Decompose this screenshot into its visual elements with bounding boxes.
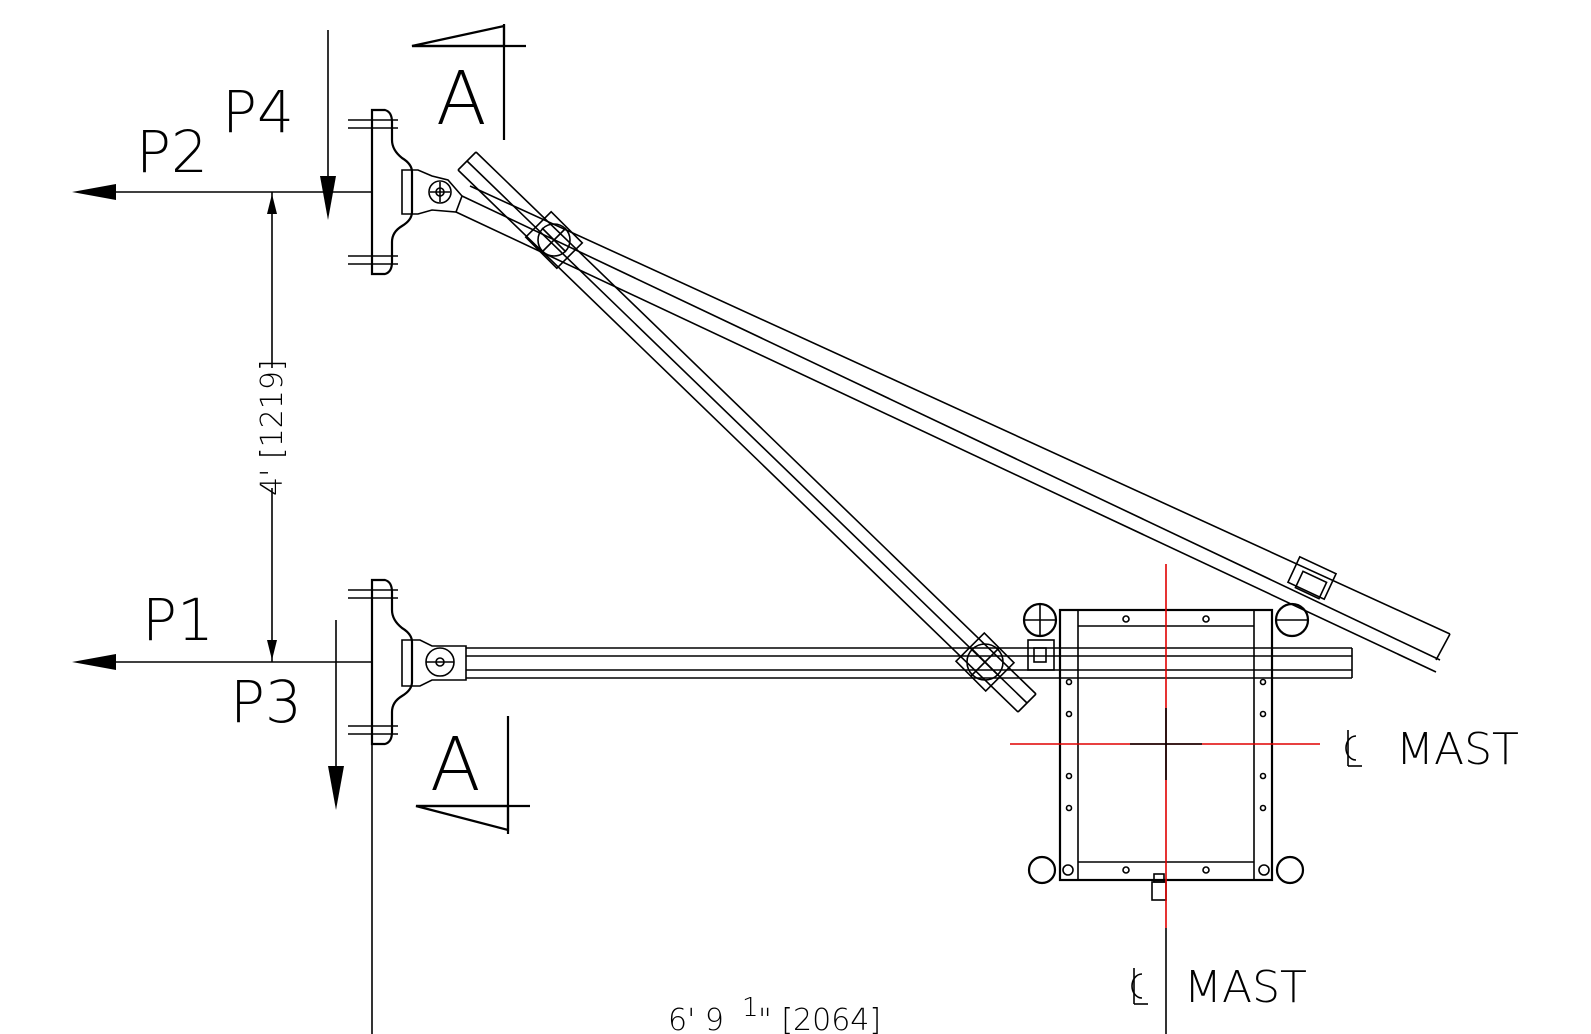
label-mast-right: MAST: [1396, 724, 1519, 775]
wall-plate-top: [348, 108, 414, 276]
label-dim-horizontal-frac: 1: [742, 993, 759, 1023]
label-p3: P3: [230, 668, 302, 736]
label-p4: P4: [222, 78, 294, 146]
clamp-middle: [954, 631, 1016, 693]
label-dim-horizontal: 6' 9: [668, 1003, 724, 1034]
hinge-bracket-top: [401, 169, 463, 215]
force-arrow-p4: [320, 30, 336, 220]
wall-plate-bottom: [348, 578, 414, 746]
label-p2: P2: [136, 118, 208, 186]
diagonal-boom-long: [455, 185, 1451, 673]
label-mast-bottom: MAST: [1184, 962, 1307, 1013]
label-p1: P1: [142, 586, 214, 654]
vertical-dimension: [267, 192, 277, 662]
hinge-bracket-bottom: [401, 639, 467, 687]
section-marker-top: [411, 24, 526, 140]
force-arrow-p1: [72, 654, 372, 670]
label-section-a-bottom: A: [430, 722, 481, 808]
clamp-top: [524, 210, 584, 270]
section-marker-bottom: [415, 716, 530, 834]
centerline-symbol-right: [1345, 730, 1362, 767]
force-arrow-p3: [328, 620, 344, 810]
mast-centerlines: [1010, 564, 1320, 928]
horizontal-dimension-label: 6' 9 1 " [2064]: [668, 993, 881, 1034]
clamp-right: [1286, 555, 1338, 601]
label-dim-horizontal-metric: " [2064]: [758, 1003, 881, 1034]
centerline-symbol-bottom: [1131, 968, 1148, 1005]
label-section-a-top: A: [436, 56, 487, 142]
diagonal-brace: [457, 151, 1037, 713]
label-dim-vertical: 4' [1219]: [255, 359, 290, 496]
horizontal-boom: [466, 647, 1353, 679]
